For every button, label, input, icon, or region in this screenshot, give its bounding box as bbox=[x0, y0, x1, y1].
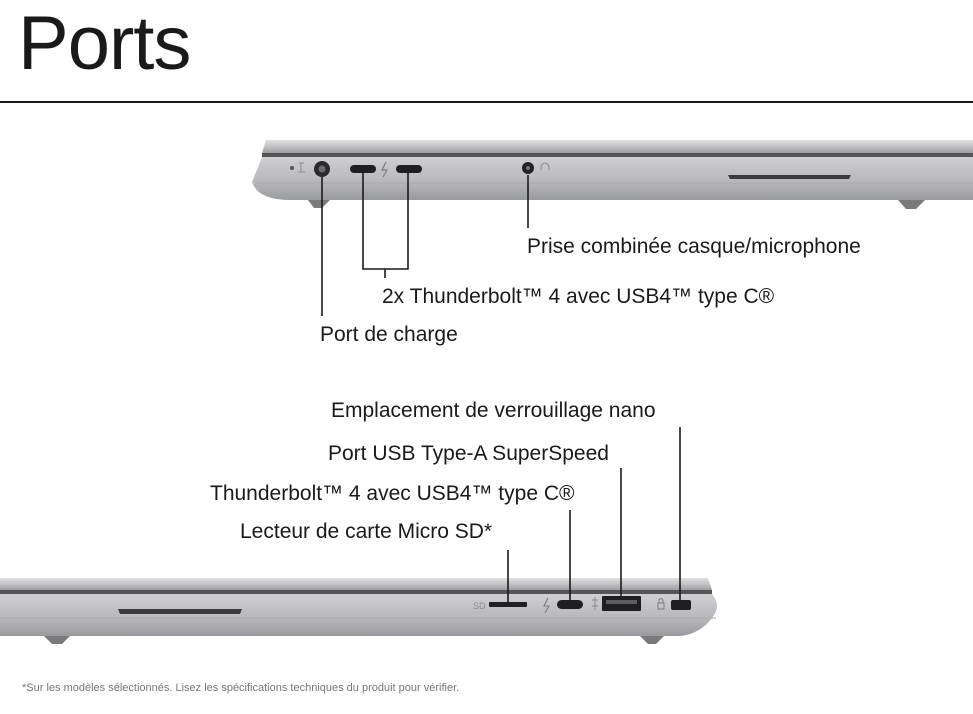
label-thunderbolt-2x: 2x Thunderbolt™ 4 avec USB4™ type C® bbox=[382, 285, 775, 308]
laptop-base bbox=[0, 594, 717, 636]
laptop-foot-front bbox=[308, 200, 330, 208]
usb-icon bbox=[592, 597, 598, 610]
headset-icon bbox=[540, 162, 550, 170]
thunderbolt-icon bbox=[543, 597, 550, 614]
label-thunderbolt-1x: Thunderbolt™ 4 avec USB4™ type C® bbox=[210, 482, 575, 505]
laptop-lid bbox=[0, 578, 712, 590]
cooling-vent bbox=[728, 175, 851, 179]
laptop-foot-rear bbox=[898, 200, 925, 209]
status-led bbox=[290, 166, 294, 170]
lock-icon bbox=[657, 598, 665, 610]
page-title: Ports bbox=[18, 1, 191, 86]
laptop-foot-rear bbox=[44, 636, 70, 644]
laptop-lid bbox=[262, 140, 973, 153]
thunderbolt-port bbox=[557, 600, 583, 609]
laptop-base bbox=[252, 157, 973, 200]
lid-seam bbox=[262, 153, 973, 157]
footnote: *Sur les modèles sélectionnés. Lisez les… bbox=[22, 682, 460, 694]
thunderbolt-port-2 bbox=[396, 165, 422, 173]
lid-seam bbox=[0, 590, 712, 594]
thunderbolt-port-1 bbox=[350, 165, 376, 173]
label-nano-lock: Emplacement de verrouillage nano bbox=[331, 399, 656, 422]
title-divider bbox=[0, 101, 973, 103]
laptop-left-side bbox=[252, 140, 973, 316]
micro-sd-slot bbox=[489, 602, 527, 607]
label-micro-sd: Lecteur de carte Micro SD* bbox=[240, 520, 493, 543]
label-charge-port: Port de charge bbox=[320, 323, 458, 346]
laptop-foot-front bbox=[640, 636, 664, 644]
label-usb-a: Port USB Type-A SuperSpeed bbox=[328, 442, 609, 465]
charge-icon bbox=[298, 162, 305, 173]
cooling-vent bbox=[118, 609, 242, 614]
thunderbolt-icon bbox=[381, 161, 389, 178]
label-headset-combo: Prise combinée casque/microphone bbox=[527, 235, 861, 258]
laptop-right-side: SD bbox=[0, 427, 717, 644]
sd-label: SD bbox=[473, 601, 486, 611]
nano-lock-slot bbox=[671, 600, 691, 610]
